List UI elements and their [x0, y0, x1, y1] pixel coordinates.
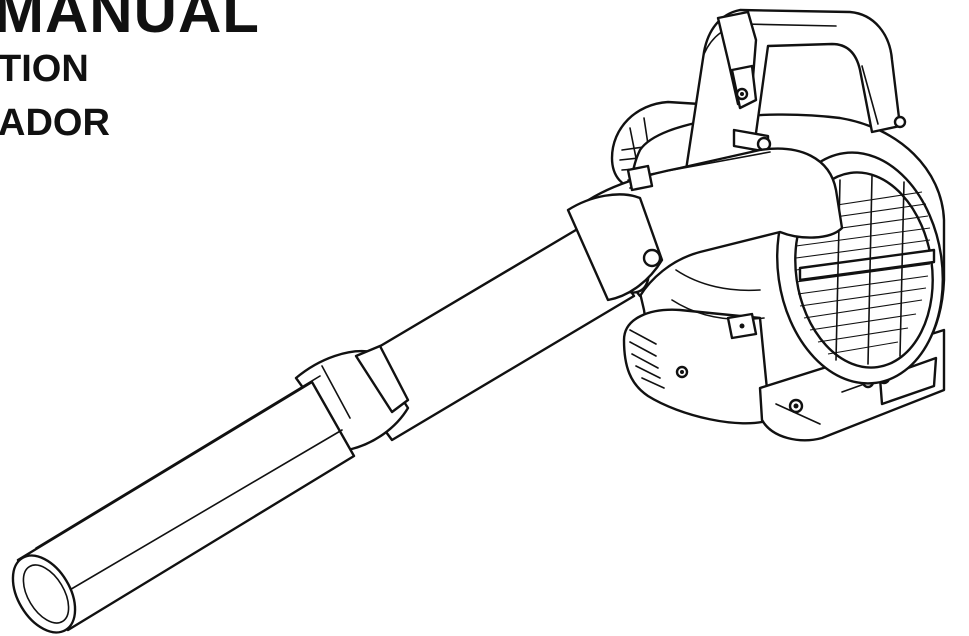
title-line-2: TION	[0, 48, 89, 90]
title-line-3: ADOR	[0, 102, 110, 144]
manual-title: MANUAL	[0, 0, 260, 45]
blower-tube	[11, 193, 664, 634]
